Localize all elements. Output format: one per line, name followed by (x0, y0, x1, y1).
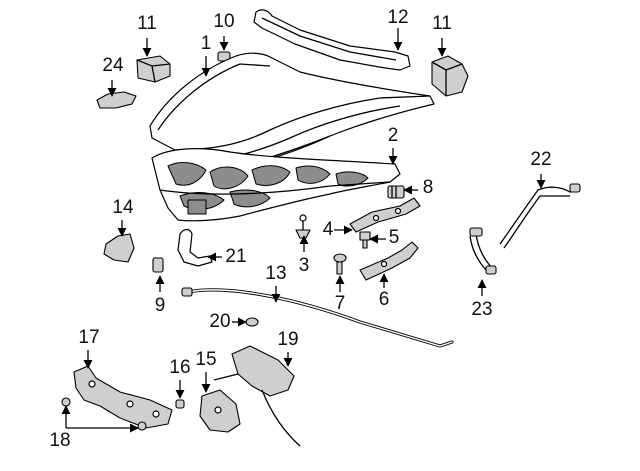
callout-6: 6 (379, 289, 390, 310)
hinge-lower-part-6 (359, 241, 419, 281)
callout-2: 2 (388, 125, 399, 146)
hood-seal-part-12 (253, 9, 411, 71)
callout-23: 23 (471, 299, 492, 320)
callout-22: 22 (530, 149, 551, 170)
callout-24: 24 (102, 55, 124, 76)
callout-15: 15 (195, 349, 216, 370)
callout-11-right: 11 (432, 13, 452, 34)
callout-18: 18 (49, 430, 70, 451)
callout-7: 7 (335, 293, 346, 314)
callout-20: 20 (209, 311, 230, 332)
callout-4: 4 (323, 219, 334, 240)
hood-strut-part-22 (499, 183, 581, 249)
callout-1: 1 (201, 33, 212, 54)
release-cable-part-13 (181, 287, 454, 348)
callout-21: 21 (225, 246, 246, 267)
callout-5: 5 (389, 227, 400, 248)
latch-support-part-17 (73, 365, 173, 429)
screw-part-7 (333, 253, 347, 275)
bracket-part-24 (96, 91, 137, 109)
leader-lines (61, 28, 546, 433)
bolt-part-5 (359, 231, 371, 249)
hood-bumper-left-part-11 (136, 55, 171, 83)
callout-11-left: 11 (137, 13, 157, 34)
callout-12: 12 (387, 7, 408, 28)
callout-13: 13 (265, 263, 286, 284)
hood-panel-part-1 (149, 52, 435, 167)
bolt-part-8 (387, 185, 405, 199)
push-pin-part-3 (295, 214, 311, 239)
prop-rod-retainer-part-21 (177, 228, 213, 267)
callout-16: 16 (169, 357, 190, 378)
callout-8: 8 (423, 177, 434, 198)
callout-3: 3 (299, 255, 310, 276)
callout-14: 14 (112, 197, 134, 218)
callout-numbers: 11 10 12 11 1 24 2 8 22 14 4 5 21 3 13 6… (49, 7, 551, 451)
hinge-upper-part-4 (349, 197, 421, 233)
fastener-part-18 (61, 397, 147, 431)
hood-latch-part-15 (199, 389, 241, 433)
grommet-part-20 (245, 317, 259, 327)
latch-assembly-part-19 (213, 345, 301, 447)
hood-inner-panel-part-2 (151, 148, 401, 222)
callout-19: 19 (277, 329, 298, 350)
callout-10: 10 (213, 11, 234, 32)
bracket-part-14 (103, 233, 135, 263)
callout-9: 9 (155, 295, 166, 316)
hood-bumper-right-part-11 (431, 55, 469, 97)
callout-17: 17 (78, 327, 99, 348)
bumper-part-9 (152, 257, 164, 273)
hood-strut-part-23 (469, 227, 497, 275)
bolt-part-16 (175, 399, 185, 409)
